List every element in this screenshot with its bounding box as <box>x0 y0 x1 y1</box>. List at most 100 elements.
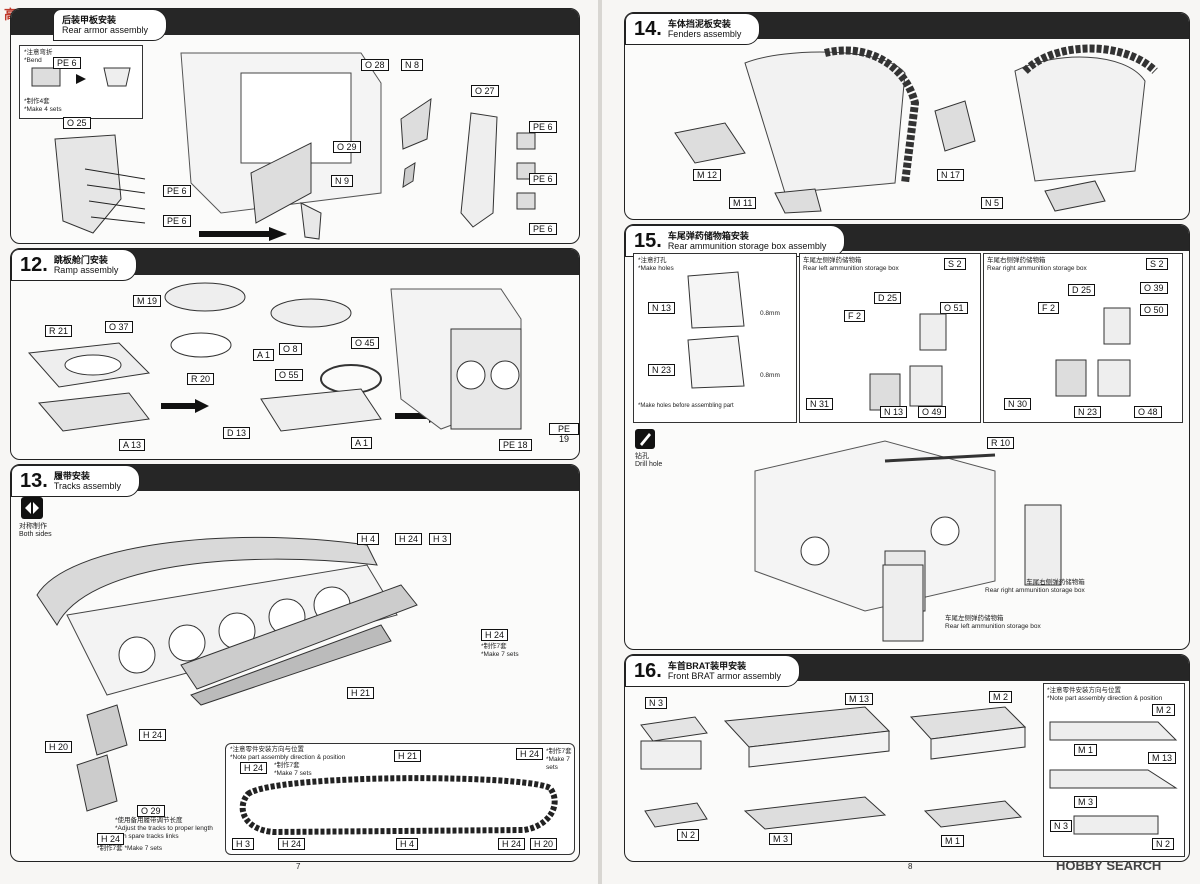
holes-note-box: *注意打孔*Make holes N 13 N 23 0.8mm 0.8mm *… <box>633 253 797 423</box>
part-n8: N 8 <box>401 59 424 71</box>
step-15-title-cn: 车尾弹药储物箱安装 <box>667 231 749 241</box>
part-d25-a: D 25 <box>874 292 902 304</box>
step-14-panel: 14. 车体挡泥板安装 Fenders assembly M 12 M 11 N… <box>624 12 1190 220</box>
part-h21-a: H 21 <box>347 687 375 699</box>
part-s2-a: S 2 <box>944 258 966 270</box>
part-n30-a: N 30 <box>1004 398 1032 410</box>
both-sides-cn: 对称制作 <box>19 523 47 530</box>
step-14-number: 14. <box>634 17 662 40</box>
part-o25: O 25 <box>63 117 91 129</box>
step-15-number: 15. <box>634 229 662 252</box>
part-n13: N 13 <box>648 302 676 314</box>
bend-diagram <box>31 67 131 87</box>
step-12-number: 12. <box>20 253 48 276</box>
make4-note-en: *Make 4 sets <box>24 106 62 113</box>
part-o29b: O 29 <box>137 805 165 817</box>
page-number-left: 7 <box>296 862 301 871</box>
part-r21: R 21 <box>45 325 73 337</box>
step-15-panel: 15. 车尾弹药储物箱安装 Rear ammunition storage bo… <box>624 224 1190 650</box>
part-n17: N 17 <box>937 169 965 181</box>
step-12-header: 12. 跳板舱门安装 Ramp assembly <box>11 249 138 281</box>
step-13-title-en: Tracks assembly <box>53 481 121 491</box>
part-m3-b: M 3 <box>1074 796 1098 808</box>
part-pe19: PE 19 <box>549 423 579 444</box>
part-n13-b: N 13 <box>880 406 908 418</box>
part-m13-a: M 13 <box>845 693 874 705</box>
part-o39: O 39 <box>1140 282 1168 294</box>
step-11-panel: 后装甲板安装 Rear armor assembly *注意弯折*Bend *制… <box>10 8 580 244</box>
part-a13: A 13 <box>119 439 146 451</box>
part-h24-b: H 24 <box>481 629 509 641</box>
part-n9: N 9 <box>331 175 354 187</box>
part-pe6-b: PE 6 <box>163 185 191 197</box>
rear-right-box-cn: 车尾右侧弹药储物箱 <box>1026 579 1085 586</box>
brat-medium-drawing <box>909 706 1027 828</box>
track-links-drawing <box>76 704 128 812</box>
holes-note-en: *Make holes <box>638 265 674 272</box>
rear-right-box-en: Rear right ammunition storage box <box>985 587 1085 594</box>
part-h24-c: H 24 <box>139 729 167 741</box>
part-n2-b: N 2 <box>1152 838 1175 850</box>
make4-note-cn: *制作4套 <box>24 98 50 105</box>
ramp-drawing <box>27 342 151 432</box>
part-s2-b: S 2 <box>1146 258 1168 270</box>
part-m19: M 19 <box>133 295 162 307</box>
part-pe6-e: PE 6 <box>529 173 557 185</box>
part-m2-b: M 2 <box>1152 704 1176 716</box>
part-h24-g: H 24 <box>278 838 306 850</box>
step-13-title-cn: 履带安装 <box>53 471 90 481</box>
brat-side-view-a <box>1049 721 1178 741</box>
part-m13-b: M 13 <box>1148 752 1177 764</box>
part-a1-a: A 1 <box>253 349 275 361</box>
part-n5: N 5 <box>981 197 1004 209</box>
track-loop-drawing <box>239 775 558 836</box>
part-m1-b: M 1 <box>1074 744 1098 756</box>
dir-note-en: *Note part assembly direction & position <box>230 754 346 761</box>
part-o48: O 48 <box>1134 406 1162 418</box>
spare-note-cn: *使用备用履带调节长度 <box>115 817 183 824</box>
step-16-number: 16. <box>634 659 662 682</box>
armor-plate-o27 <box>460 112 536 228</box>
rear-left-box-cn: 车尾左侧弹药储物箱 <box>945 615 1004 622</box>
part-d25-b: D 25 <box>1068 284 1096 296</box>
make7-en-b: *Make 7 sets <box>124 845 163 852</box>
rear-left-box-en: Rear left ammunition storage box <box>945 623 1041 630</box>
step-14-title-en: Fenders assembly <box>667 29 742 39</box>
part-pe18: PE 18 <box>499 439 532 451</box>
part-o37: O 37 <box>105 321 133 333</box>
brat-side-view-c <box>1073 815 1159 835</box>
dir-note-cn: *注意零件安装方向与位置 <box>230 746 305 753</box>
spare-note-en: *Adjust the tracks to proper length with… <box>115 825 213 840</box>
mm-label-b: 0.8mm <box>760 372 780 379</box>
hobby-search-logo: HOBBY SEARCH <box>1056 858 1162 873</box>
page-spine <box>598 0 602 884</box>
brat-side-view-b <box>1049 769 1178 789</box>
part-n23: N 23 <box>648 364 676 376</box>
step-13-header: 13. 履带安装 Tracks assembly <box>11 465 140 497</box>
part-m3-a: M 3 <box>769 833 793 845</box>
part-h24-f: H 24 <box>516 748 544 760</box>
part-f2-b: F 2 <box>1038 302 1060 314</box>
part-o55: O 55 <box>275 369 303 381</box>
both-sides-en: Both sides <box>19 531 52 538</box>
part-d13: D 13 <box>223 427 251 439</box>
part-o27: O 27 <box>471 85 499 97</box>
part-r10: R 10 <box>987 437 1015 449</box>
bend-note-cn: *注意弯折 <box>24 49 53 56</box>
part-a1-b: A 1 <box>351 437 373 449</box>
part-h24-d: H 24 <box>97 833 125 845</box>
part-h3-b: H 3 <box>232 838 255 850</box>
step-14-header: 14. 车体挡泥板安装 Fenders assembly <box>625 13 761 45</box>
part-h20-a: H 20 <box>45 741 73 753</box>
left-storage-box-drawing <box>882 564 924 642</box>
hull-left-fender-drawing <box>674 46 920 214</box>
make7-cn-c: *制作7套 <box>274 762 300 769</box>
page-number-right: 8 <box>908 862 913 871</box>
bend-note-box: *注意弯折*Bend *制作4套*Make 4 sets <box>19 45 143 119</box>
step-11-header: 后装甲板安装 Rear armor assembly <box>53 9 168 41</box>
part-h24-h: H 24 <box>498 838 526 850</box>
track-run-drawing <box>180 584 418 706</box>
part-h24-a: H 24 <box>395 533 423 545</box>
